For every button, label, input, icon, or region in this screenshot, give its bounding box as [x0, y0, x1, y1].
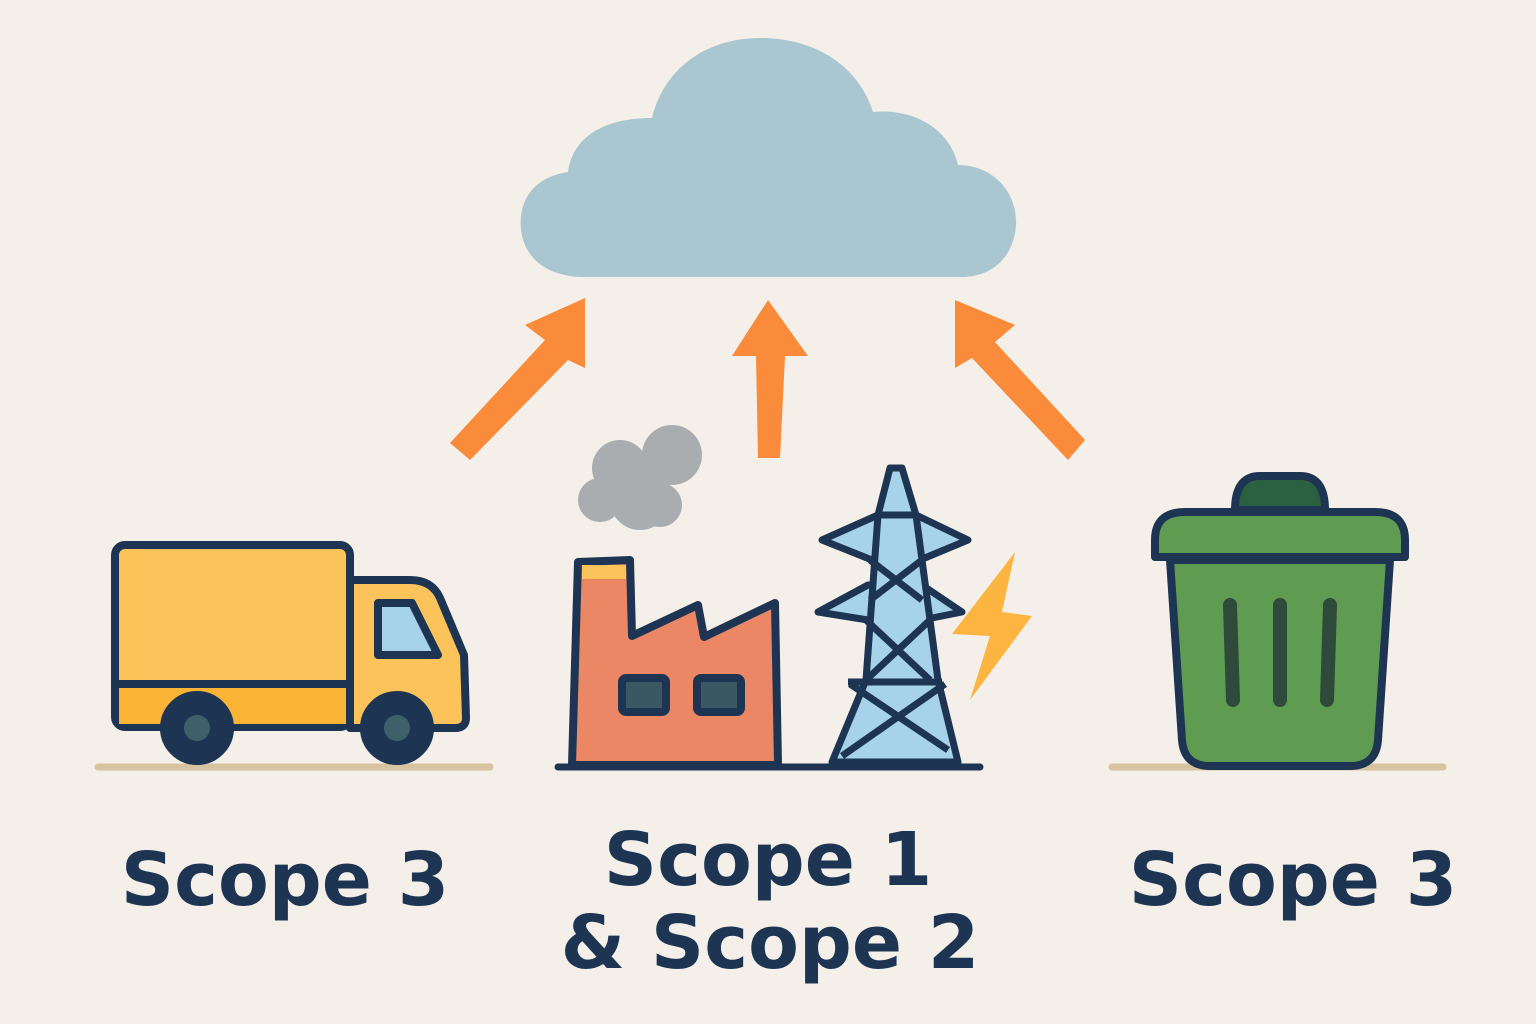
power-tower-icon: [814, 464, 972, 766]
arrow-up-icon-left: [450, 298, 585, 460]
trash-bin-icon: [1151, 472, 1409, 770]
truck-icon: [111, 541, 470, 765]
lightning-icon: [952, 552, 1032, 700]
factory-icon: [568, 556, 782, 769]
smoke-icon: [578, 425, 702, 530]
scope-2-label: & Scope 2: [561, 900, 980, 986]
cloud-icon: [520, 38, 1017, 277]
scope-3-label-left: Scope 3: [121, 837, 449, 923]
arrow-up-icon-right: [955, 300, 1085, 460]
scope-3-label-right: Scope 3: [1129, 837, 1457, 923]
arrow-up-icon-center: [732, 300, 808, 458]
scope-1-label: Scope 1: [604, 817, 932, 903]
